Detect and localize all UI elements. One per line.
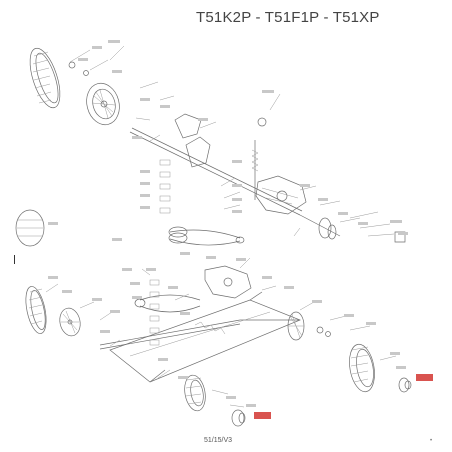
bottom-center-cup [231, 409, 246, 427]
footer-code: 51/15/V3 [204, 437, 233, 444]
bottom-left-tire [25, 286, 47, 334]
top-belt-pulley [168, 226, 245, 246]
top-left-tire [29, 47, 61, 109]
top-bracket [174, 113, 202, 139]
bottom-hub-cap [59, 307, 81, 337]
top-assembly [15, 40, 408, 255]
bottom-right-tire [349, 343, 375, 393]
bottom-frame [109, 291, 301, 383]
top-parts-stack [159, 159, 171, 214]
highlight-part-label-right[interactable] [416, 374, 433, 381]
bottom-belt [134, 294, 201, 313]
top-nut [257, 117, 267, 127]
bottom-spring [194, 321, 226, 335]
top-right-lines [359, 223, 395, 237]
bottom-right-hub [287, 311, 331, 341]
bottom-assembly [25, 256, 412, 427]
top-bracket-2 [185, 136, 211, 168]
bottom-parts-stack [149, 279, 160, 346]
bottom-axle [99, 319, 300, 350]
top-right-gear [299, 214, 341, 240]
margin-mark [14, 255, 15, 264]
page-mark: • [430, 438, 433, 444]
bottom-center-wheel [184, 374, 206, 412]
highlight-part-label-center[interactable] [254, 412, 271, 419]
bottom-part-labels [48, 256, 406, 407]
top-spring [251, 149, 259, 172]
top-gearbox [255, 175, 307, 215]
bottom-gearbox [204, 265, 252, 299]
bottom-right-cup [398, 377, 412, 393]
top-part-labels [48, 40, 408, 255]
top-washer-2 [83, 70, 89, 76]
top-axle [129, 127, 303, 216]
page-title: T51K2P - T51F1P - T51XP [196, 9, 380, 26]
top-washer [68, 61, 76, 69]
top-bottom-left-tire [15, 209, 45, 247]
top-hub-cap [86, 82, 120, 126]
